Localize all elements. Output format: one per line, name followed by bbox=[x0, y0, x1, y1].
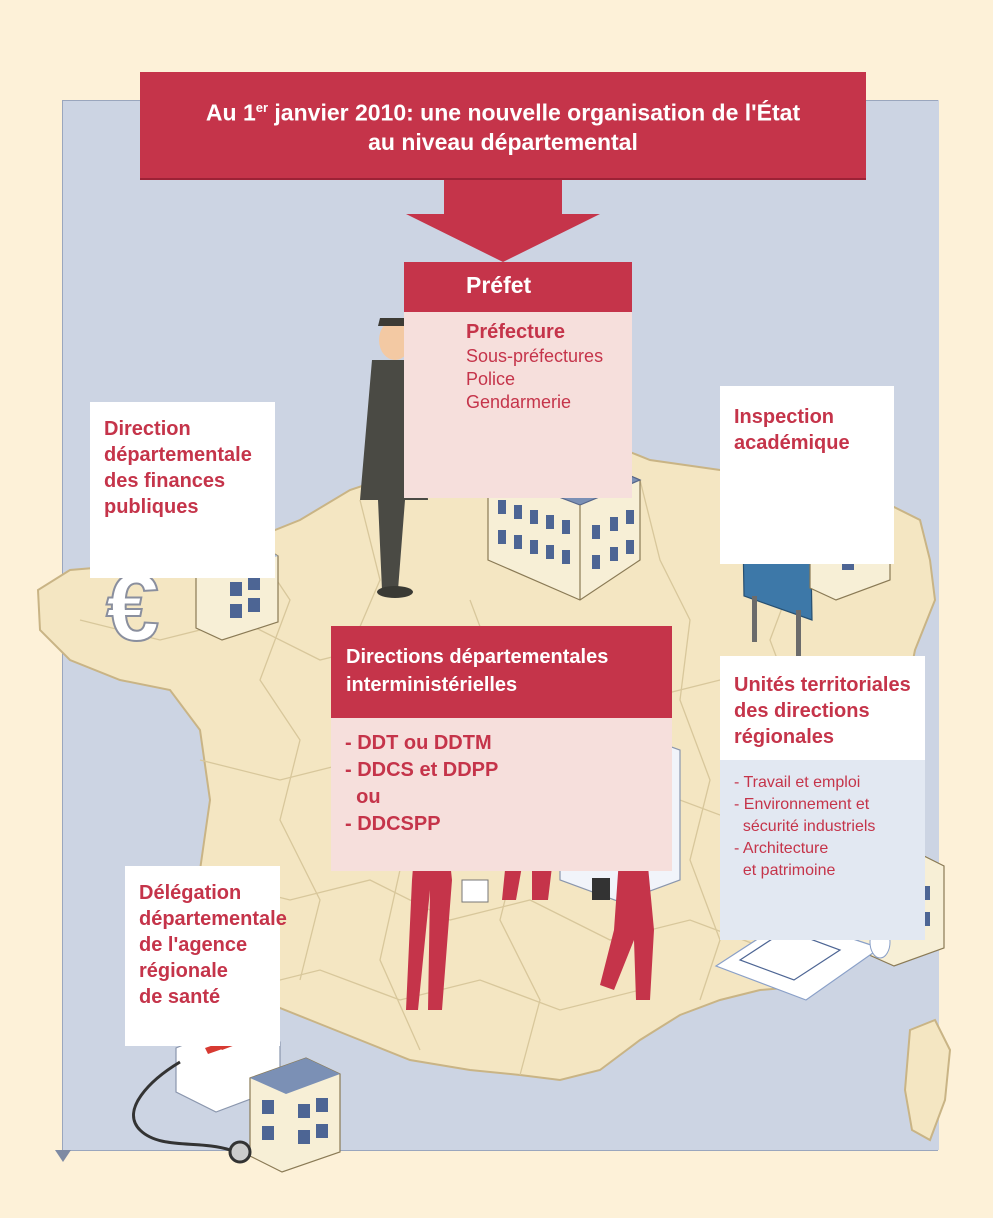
prefet-item: Police bbox=[466, 369, 516, 389]
down-arrow bbox=[406, 178, 600, 262]
ddi-item: - DDCSPP bbox=[345, 813, 441, 835]
prefet-heading: Préfet bbox=[404, 262, 632, 312]
unites-item: - Travail et emploi bbox=[734, 774, 861, 791]
prefet-item: Sous-préfectures bbox=[466, 346, 604, 366]
frame-bottom-line bbox=[62, 1150, 938, 1151]
unites-list-box: - Travail et emploi - Environnement et s… bbox=[720, 760, 925, 940]
finances-label-box: Direction départementale des finances pu… bbox=[90, 402, 275, 578]
stethoscope-icon bbox=[132, 1060, 252, 1164]
prefecture-label: Préfecture bbox=[466, 321, 565, 343]
corsica-island bbox=[903, 1018, 952, 1142]
sante-building-icon bbox=[249, 1057, 341, 1173]
title-line-2: au niveau départemental bbox=[368, 129, 638, 156]
inspection-label-box: Inspection académique bbox=[720, 386, 894, 564]
ddi-list: - DDT ou DDTM - DDCS et DDPP ou - DDCSPP bbox=[331, 718, 672, 871]
prefet-body: Préfecture Sous-préfectures Police Genda… bbox=[404, 312, 632, 498]
frame-arrow-tip bbox=[55, 1150, 71, 1162]
ddi-item: - DDCS et DDPP bbox=[345, 759, 499, 781]
ddi-heading: Directions départementales interministér… bbox=[331, 626, 672, 718]
unites-label-box: Unités territoriales des directions régi… bbox=[720, 656, 925, 760]
sante-label-box: Délégation départementale de l'agence ré… bbox=[125, 866, 287, 1046]
unites-item: - Environnement et bbox=[734, 796, 870, 813]
unites-item: - Architecture bbox=[734, 840, 829, 857]
unites-item: sécurité industriels bbox=[734, 818, 876, 835]
main-title-banner: Au 1er janvier 2010: une nouvelle organi… bbox=[140, 72, 866, 178]
title-line-1: Au 1er janvier 2010: une nouvelle organi… bbox=[205, 99, 801, 126]
ddi-item: - DDT ou DDTM bbox=[345, 732, 492, 754]
prefet-item: Gendarmerie bbox=[466, 392, 572, 412]
unites-item: et patrimoine bbox=[734, 862, 836, 879]
ddi-item: ou bbox=[345, 786, 381, 808]
